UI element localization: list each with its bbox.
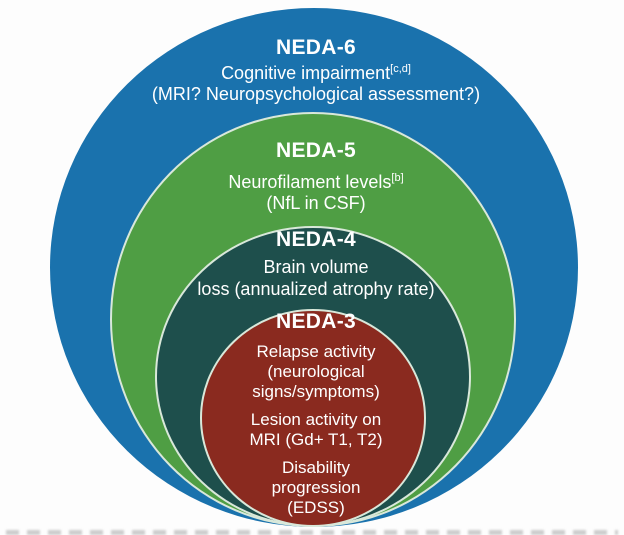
neda4-body: Brain volume loss (annualized atrophy ra… (197, 257, 435, 299)
neda3-circle (200, 309, 426, 527)
neda4-title: NEDA-4 (276, 228, 356, 251)
neda6-title: NEDA-6 (276, 36, 356, 59)
neda3-item-relapse-activity: Relapse activity (neurological signs/sym… (252, 342, 380, 401)
neda5-line2: (NfL in CSF) (266, 193, 366, 213)
neda6-line1-superscript: [c,d] (390, 63, 411, 75)
neda5-line1-superscript: [b] (391, 172, 404, 184)
neda3-item-disability-progression: Disability progression (EDSS) (271, 458, 361, 517)
neda6-line1-text: Cognitive impairment (221, 63, 391, 83)
neda5-title: NEDA-5 (276, 139, 356, 162)
neda6-line2: (MRI? Neuropsychological assessment?) (151, 84, 481, 104)
neda5-line1: Neurofilament levels[b] (228, 172, 403, 193)
neda3-title: NEDA-3 (276, 310, 356, 333)
cropped-caption-text-fragment (6, 530, 618, 535)
neda6-line1: Cognitive impairment[c,d] (221, 63, 411, 84)
neda5-line1-text: Neurofilament levels (228, 172, 392, 192)
neda3-item-lesion-activity: Lesion activity on MRI (Gd+ T1, T2) (249, 410, 383, 449)
